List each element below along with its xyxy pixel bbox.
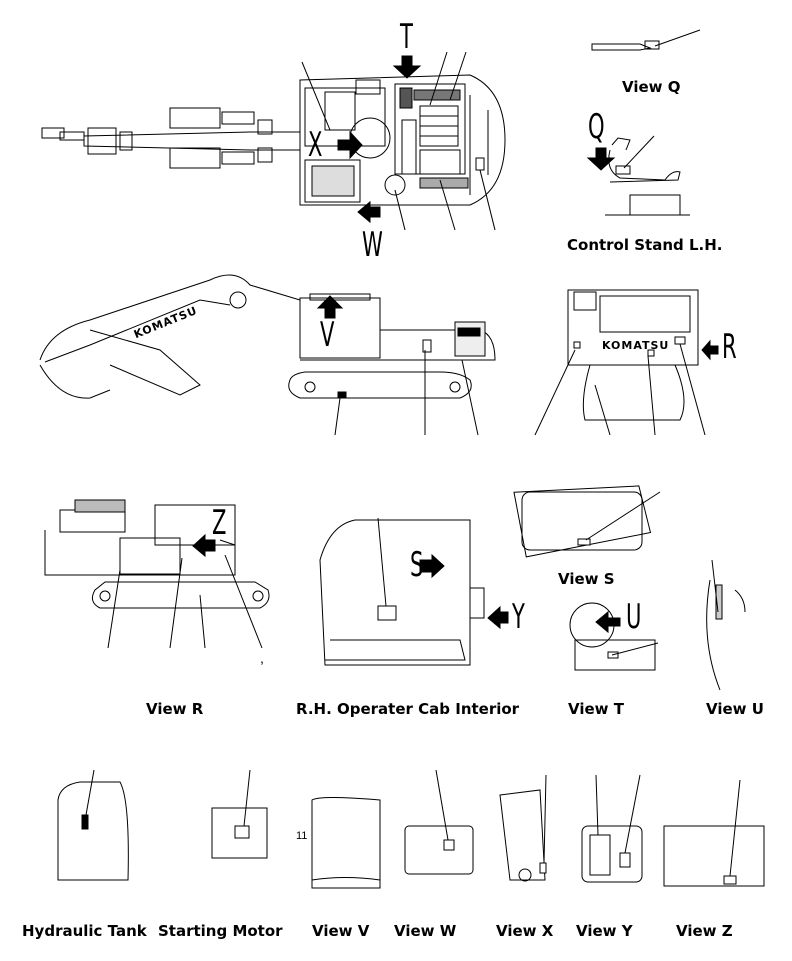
letter-u: U (626, 597, 642, 637)
starting-motor-drawing (211, 769, 268, 859)
view-w-drawing (404, 769, 474, 875)
caption-view-w: View W (394, 922, 457, 940)
caption-view-s: View S (558, 570, 615, 588)
view-y-drawing (581, 774, 643, 883)
letter-v: V (320, 315, 335, 355)
caption-view-t: View T (568, 700, 624, 718)
caption-control-stand: Control Stand L.H. (567, 236, 723, 254)
letter-s: S (410, 545, 424, 585)
view-q-drawing (591, 29, 701, 51)
caption-view-r: View R (146, 700, 204, 718)
letter-w: W (362, 225, 383, 265)
view-z-drawing (663, 779, 765, 887)
letter-x: X (308, 125, 323, 165)
caption-view-y: View Y (576, 922, 633, 940)
letter-t: T (400, 17, 413, 57)
caption-view-v: View V (312, 922, 370, 940)
label-eleven: 11 (296, 830, 308, 842)
letter-q: Q (588, 107, 605, 147)
comma-mark: , (260, 650, 264, 666)
rear-view-drawing (534, 289, 719, 436)
view-v-drawing (311, 797, 381, 889)
caption-cab-interior: R.H. Operater Cab Interior (296, 700, 520, 718)
hydraulic-tank-drawing (57, 769, 129, 881)
view-u-drawing (706, 559, 746, 691)
view-x-drawing (499, 774, 547, 882)
caption-view-x: View X (496, 922, 554, 940)
letter-r: R (722, 327, 737, 367)
caption-view-u: View U (706, 700, 764, 718)
caption-view-z: View Z (676, 922, 733, 940)
letter-y: Y (512, 597, 525, 637)
letter-z: Z (212, 503, 227, 543)
view-t-drawing (569, 602, 659, 671)
side-view-drawing (39, 274, 496, 436)
caption-starting-motor: Starting Motor (158, 922, 283, 940)
counterweight-logo: KOMATSU (602, 339, 670, 352)
view-r-drawing (44, 499, 270, 649)
caption-hydraulic-tank: Hydraulic Tank (22, 922, 147, 940)
control-stand-drawing (586, 135, 690, 216)
cab-drawing (319, 517, 509, 666)
view-s-drawing (513, 485, 661, 558)
caption-view-q: View Q (622, 78, 681, 96)
top-view-drawing (41, 51, 506, 231)
